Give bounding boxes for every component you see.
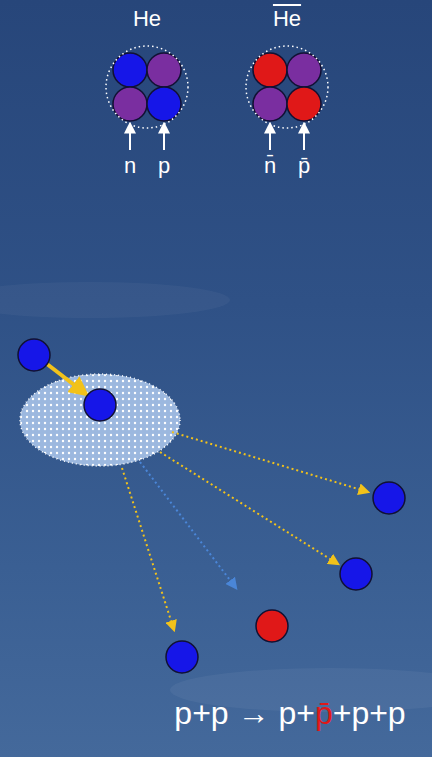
nucleus-circle: He [102,6,192,132]
antihelium-nucleons [253,53,321,121]
target-region [20,374,180,466]
pointer-arrows [130,124,304,150]
nucleus-heading: He [102,6,192,32]
helium-nucleons [113,53,181,121]
outgoing-arrows [122,432,368,630]
nucleus-heading: He [242,6,332,32]
dotted-outline [246,46,328,128]
particle-label: p [158,153,170,179]
particle-label: n [124,153,136,179]
incoming-arrow [47,364,86,394]
nucleus-circle: He [242,6,332,132]
particles [18,339,405,673]
reaction-equation: p+p → p+p̄+p+p [174,694,405,732]
particle-label: n̄ [264,153,276,179]
cloud [0,282,230,318]
particle-label: p̄ [298,153,310,179]
dotted-outline [106,46,188,128]
